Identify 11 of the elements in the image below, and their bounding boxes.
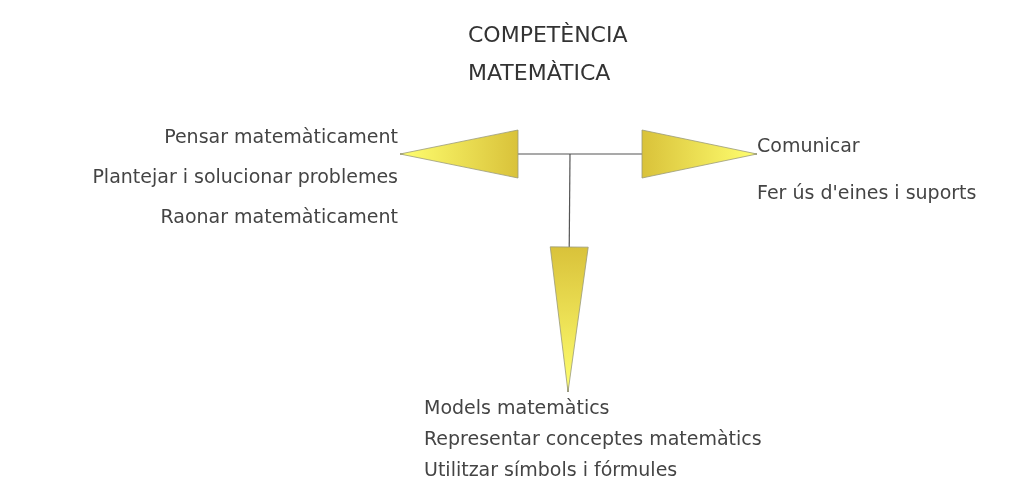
list-item-text: Models matemàtics — [424, 395, 611, 420]
wedge-arrow — [549, 153, 589, 393]
diagram-title: COMPETÈNCIA MATEMÀTICA — [468, 21, 629, 87]
list-item-text: Plantejar i solucionar problemes — [91, 164, 398, 189]
list-item-text: Representar conceptes matemàtics — [424, 426, 763, 451]
list-item-text: Pensar matemàticament — [163, 124, 398, 149]
list-item-text: Utilitzar símbols i fórmules — [424, 457, 679, 482]
list-item-text: Raonar matemàticament — [159, 204, 398, 229]
wedge-arrow — [399, 129, 571, 179]
list-item-text: Comunicar — [757, 133, 861, 158]
list-item-text: Fer ús d'eines i suports — [757, 180, 978, 205]
